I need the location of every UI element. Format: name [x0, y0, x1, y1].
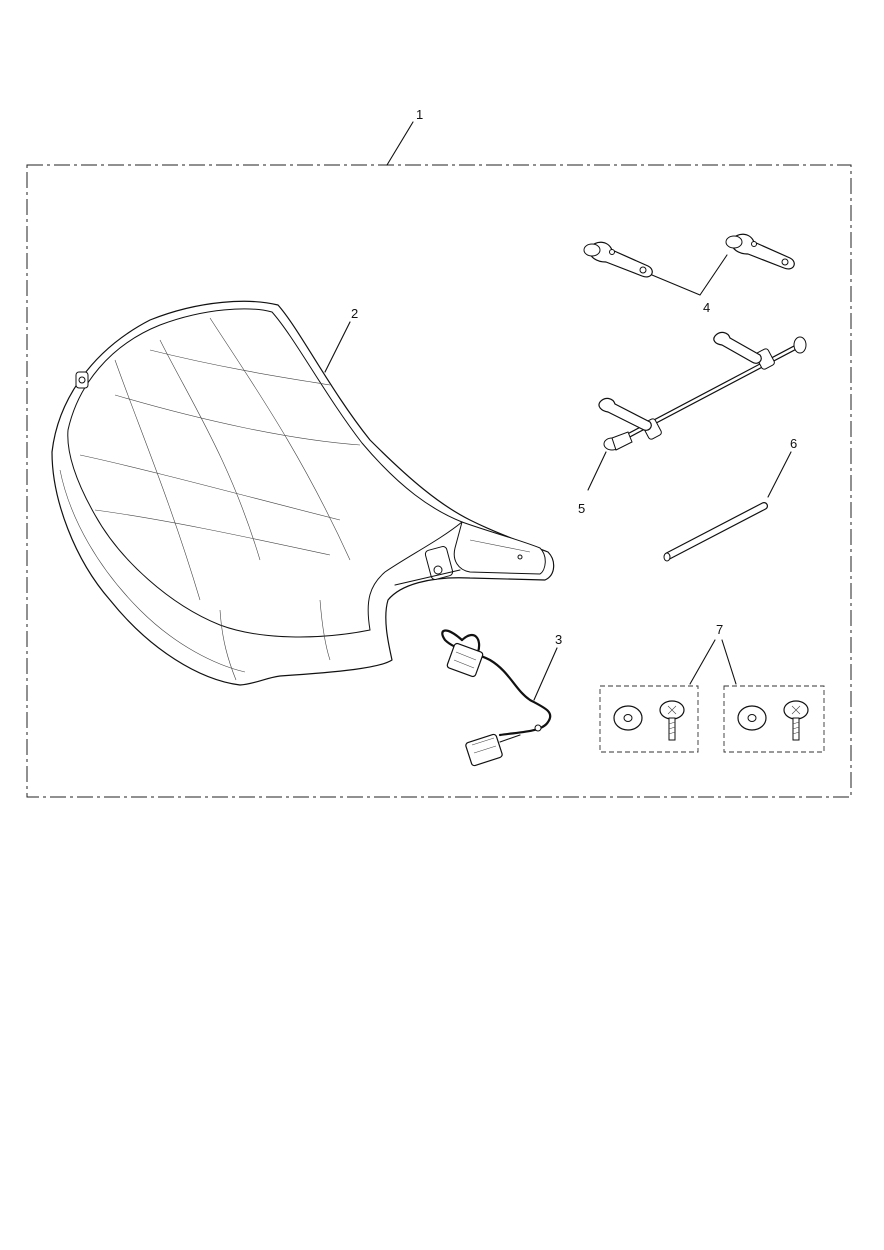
leader-5: [587, 451, 607, 491]
wiring-harness-icon: [441, 629, 552, 767]
leader-6: [767, 451, 792, 498]
mounting-bracket-icon: [583, 233, 795, 278]
washer-icon: [613, 705, 767, 731]
callout-7: 7: [716, 622, 723, 637]
leader-4: [651, 254, 728, 296]
kit-boundary: [26, 164, 852, 798]
motorcycle-seat-icon: [51, 300, 555, 686]
rod-assembly-icon: [598, 331, 807, 451]
tube-icon: [663, 502, 768, 562]
screw-icon: [659, 700, 809, 741]
leader-2: [324, 321, 351, 373]
callout-6: 6: [790, 436, 797, 451]
callout-2: 2: [351, 306, 358, 321]
leader-7: [689, 639, 737, 685]
callout-1: 1: [416, 107, 423, 122]
hardware-set-right: [723, 685, 825, 753]
callout-5: 5: [578, 501, 585, 516]
leader-3: [533, 647, 558, 701]
leader-1: [386, 121, 414, 166]
callout-3: 3: [555, 632, 562, 647]
callout-4: 4: [703, 300, 710, 315]
hardware-set-left: [599, 685, 699, 753]
